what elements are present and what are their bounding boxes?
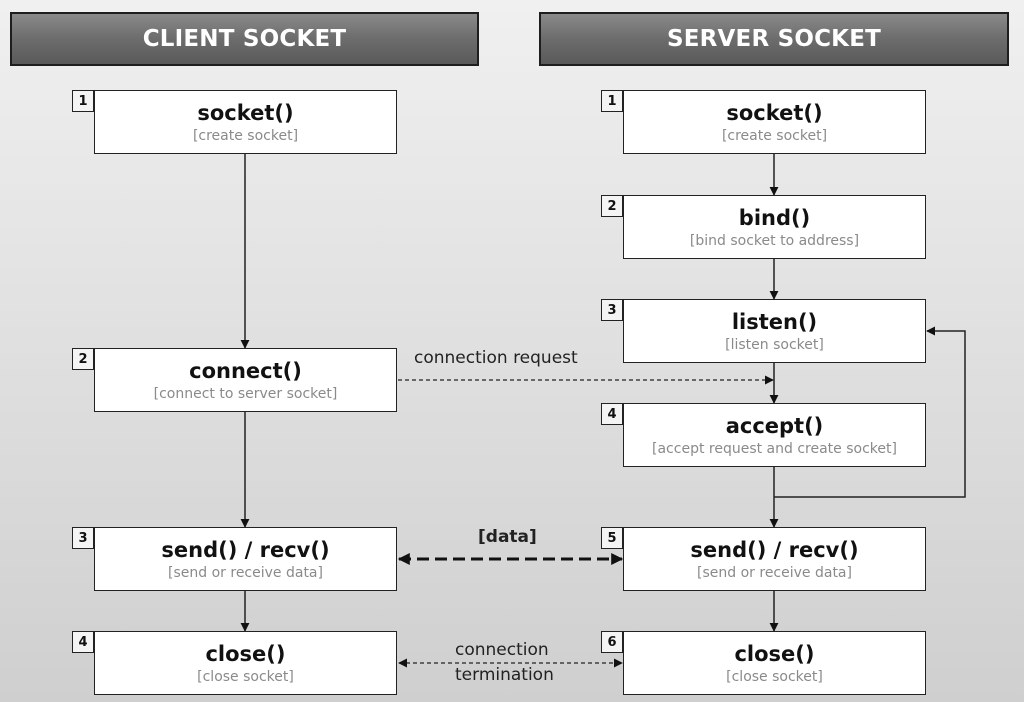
- step-description: [connect to server socket]: [153, 385, 338, 402]
- step-number-badge: 2: [601, 195, 623, 217]
- server-listen-step: listen() [listen socket]: [623, 299, 926, 363]
- step-number-badge: 6: [601, 631, 623, 653]
- step-number-badge: 2: [72, 348, 94, 370]
- data-label: [data]: [478, 527, 537, 547]
- step-function: socket(): [197, 100, 294, 125]
- step-function: bind(): [738, 205, 811, 230]
- client-socket-step: socket() [create socket]: [94, 90, 397, 154]
- server-accept-step: accept() [accept request and create sock…: [623, 403, 926, 467]
- step-function: send() / recv(): [690, 537, 859, 562]
- step-number-badge: 4: [72, 631, 94, 653]
- server-close-step: close() [close socket]: [623, 631, 926, 695]
- server-loop-back-arrow: [774, 326, 966, 498]
- step-description: [close socket]: [726, 668, 823, 685]
- client-socket-header: CLIENT SOCKET: [10, 12, 479, 66]
- connection-request-label: connection request: [414, 348, 578, 368]
- step-function: connect(): [189, 358, 302, 383]
- step-function: listen(): [731, 309, 818, 334]
- step-function: socket(): [726, 100, 823, 125]
- step-number-badge: 4: [601, 403, 623, 425]
- step-description: [close socket]: [197, 668, 294, 685]
- step-number-badge: 5: [601, 527, 623, 549]
- step-number-badge: 3: [601, 299, 623, 321]
- step-description: [send or receive data]: [697, 564, 852, 581]
- step-description: [create socket]: [192, 127, 299, 144]
- step-function: close(): [734, 641, 815, 666]
- step-description: [listen socket]: [725, 336, 824, 353]
- step-description: [create socket]: [721, 127, 828, 144]
- server-socket-step: socket() [create socket]: [623, 90, 926, 154]
- step-function: send() / recv(): [161, 537, 330, 562]
- step-number-badge: 3: [72, 527, 94, 549]
- step-description: [accept request and create socket]: [652, 440, 897, 457]
- termination-label-line2: termination: [455, 665, 554, 685]
- step-description: [bind socket to address]: [689, 232, 860, 249]
- client-connect-step: connect() [connect to server socket]: [94, 348, 397, 412]
- step-function: close(): [205, 641, 286, 666]
- server-socket-header: SERVER SOCKET: [539, 12, 1009, 66]
- termination-label-line1: connection: [455, 640, 549, 660]
- step-number-badge: 1: [601, 90, 623, 112]
- step-number-badge: 1: [72, 90, 94, 112]
- step-function: accept(): [725, 413, 824, 438]
- client-close-step: close() [close socket]: [94, 631, 397, 695]
- client-send-recv-step: send() / recv() [send or receive data]: [94, 527, 397, 591]
- server-bind-step: bind() [bind socket to address]: [623, 195, 926, 259]
- server-send-recv-step: send() / recv() [send or receive data]: [623, 527, 926, 591]
- step-description: [send or receive data]: [168, 564, 323, 581]
